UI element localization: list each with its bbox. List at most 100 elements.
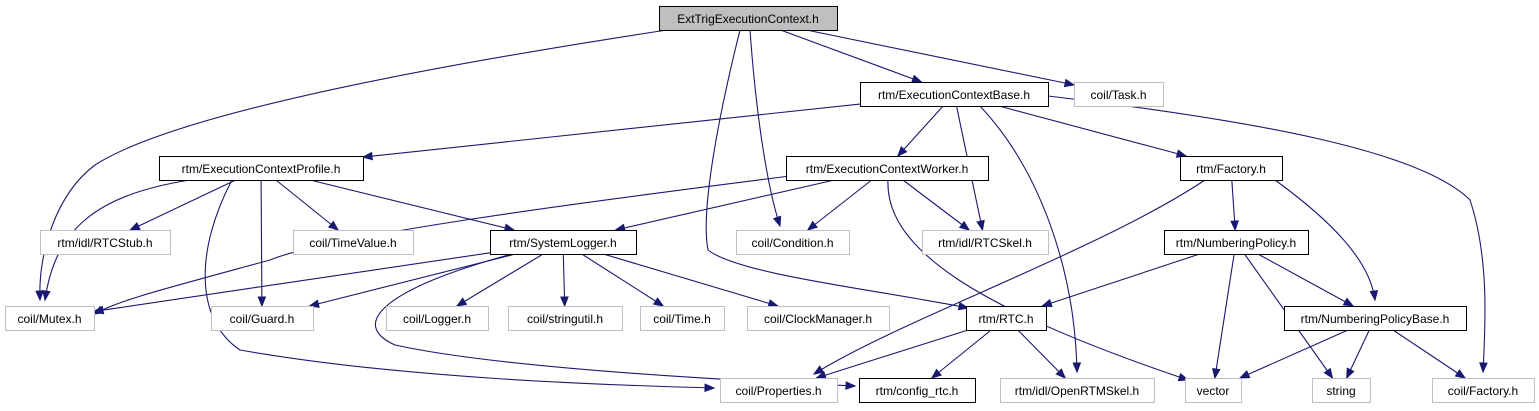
edge-n6-n14 — [309, 179, 516, 232]
edge-arrowhead — [896, 146, 908, 157]
edge-line — [979, 105, 1078, 373]
edge-n24-n11 — [1392, 329, 1467, 379]
node-n22: vector — [1185, 378, 1242, 403]
node-n5[interactable]: rtm/RTC.h — [966, 306, 1047, 331]
node-box — [211, 306, 314, 331]
node-box — [786, 156, 989, 181]
node-box — [159, 156, 364, 181]
edge-line — [93, 252, 491, 312]
node-n3[interactable]: rtm/ExecutionContextBase.h — [860, 82, 1049, 107]
edge-arrowhead — [560, 296, 569, 308]
edge-line — [204, 179, 715, 389]
edge-arrowhead — [92, 305, 105, 315]
edge-line — [780, 29, 922, 83]
edge-line — [1214, 253, 1235, 379]
node-label: coil/Time.h — [653, 312, 711, 326]
node-box — [1312, 378, 1371, 403]
edge-arrowhead — [911, 74, 923, 83]
node-label: coil/Factory.h — [1448, 384, 1518, 398]
edge-n10-n23 — [1230, 179, 1239, 232]
node-label: rtm/SystemLogger.h — [509, 236, 616, 250]
edge-n3-n9 — [979, 105, 1082, 374]
edge-line — [806, 29, 1075, 86]
node-n11: coil/Factory.h — [1432, 378, 1535, 403]
node-n16: coil/Properties.h — [720, 378, 838, 403]
node-n15: coil/Guard.h — [211, 306, 314, 331]
edge-arrowhead — [772, 215, 782, 228]
node-n24[interactable]: rtm/NumberingPolicyBase.h — [1284, 306, 1467, 331]
edge-arrowhead — [308, 299, 320, 308]
node-label: rtm/idl/RTCSkel.h — [938, 236, 1032, 250]
edge-line — [998, 105, 1187, 157]
edge-line — [1239, 329, 1349, 379]
edge-line — [807, 179, 873, 231]
node-label: coil/stringutil.h — [527, 312, 603, 326]
edge-line — [1047, 95, 1486, 373]
node-box — [1164, 230, 1309, 255]
node-n17[interactable]: rtm/config_rtc.h — [859, 378, 976, 403]
edge-n6-n12 — [129, 179, 236, 231]
edge-line — [615, 179, 835, 231]
node-label: rtm/NumberingPolicyBase.h — [1301, 312, 1450, 326]
edge-arrowhead — [930, 368, 942, 379]
node-n12: rtm/idl/RTCStub.h — [40, 230, 171, 255]
node-n2: coil/Condition.h — [736, 230, 850, 255]
edge-arrowhead — [1454, 369, 1467, 379]
edge-n7-n8 — [902, 179, 971, 231]
edge-arrowhead — [1346, 367, 1355, 380]
edge-line — [1274, 179, 1376, 301]
node-box — [922, 230, 1049, 255]
edge-line — [44, 179, 191, 301]
edge-n0-n3 — [780, 29, 923, 83]
edge-arrowhead — [806, 220, 818, 231]
node-n23[interactable]: rtm/NumberingPolicy.h — [1164, 230, 1309, 255]
edge-n6-n1 — [42, 179, 191, 302]
edge-n3-n11 — [1047, 95, 1488, 374]
edge-line — [887, 179, 1189, 381]
edge-arrowhead — [958, 220, 971, 231]
edge-line — [93, 175, 791, 315]
node-label: rtm/config_rtc.h — [876, 384, 959, 398]
node-box — [859, 378, 976, 403]
edge-n0-n2 — [749, 29, 782, 228]
edge-arrowhead — [976, 219, 985, 232]
edge-n3-n6 — [361, 103, 861, 161]
edge-arrowhead — [767, 299, 780, 308]
node-n14[interactable]: rtm/SystemLogger.h — [490, 230, 637, 255]
edge-line — [260, 179, 263, 307]
edge-line — [1257, 253, 1354, 307]
edge-line — [897, 105, 944, 157]
node-label: rtm/idl/OpenRTMSkel.h — [1015, 384, 1139, 398]
node-n19: coil/stringutil.h — [508, 306, 623, 331]
edge-arrowhead — [1369, 290, 1379, 302]
node-box — [5, 306, 95, 331]
node-label: rtm/NumberingPolicy.h — [1176, 236, 1296, 250]
edge-line — [813, 179, 1206, 375]
node-n10[interactable]: rtm/Factory.h — [1180, 156, 1283, 181]
edge-line — [902, 179, 970, 231]
node-label: coil/ClockManager.h — [764, 312, 872, 326]
edge-arrowhead — [1212, 367, 1221, 380]
edge-line — [130, 179, 236, 231]
edge-n0-n4 — [806, 29, 1076, 88]
edge-n24-n22 — [1238, 329, 1349, 379]
edge-arrowhead — [129, 222, 141, 231]
edge-line — [931, 329, 992, 379]
edge-n23-n5 — [1041, 253, 1200, 308]
node-box — [747, 306, 890, 331]
edge-n6-n16 — [204, 179, 716, 393]
edge-n14-n20 — [581, 253, 665, 307]
node-box — [1000, 378, 1155, 403]
edge-n5-n16 — [815, 329, 969, 380]
node-n6[interactable]: rtm/ExecutionContextProfile.h — [159, 156, 364, 181]
edge-line — [1017, 329, 1066, 379]
edge-n6-n13 — [275, 179, 340, 231]
node-box — [508, 306, 623, 331]
edge-n24-n25 — [1346, 329, 1370, 380]
edge-n5-n17 — [930, 329, 992, 379]
node-box — [720, 378, 838, 403]
edge-n0-n5 — [705, 29, 970, 311]
edge-arrowhead — [1323, 367, 1334, 380]
edge-arrowhead — [652, 297, 665, 307]
node-n7[interactable]: rtm/ExecutionContextWorker.h — [786, 156, 989, 181]
